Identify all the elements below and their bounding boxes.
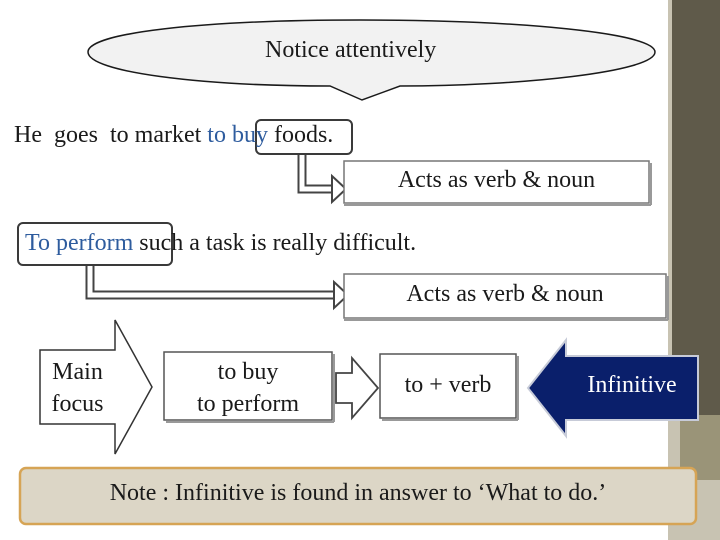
callout-oval [87,19,656,101]
sentence-1-before: He goes to market [14,122,208,148]
formula-box [379,353,517,419]
callout-text: Notice attentively [265,37,437,63]
sentence-2-after: such a task is really difficult. [133,230,417,256]
infinitive-arrow [526,337,699,439]
result-box-1 [343,160,650,204]
examples-label: to buy to perform [164,356,332,420]
note-box [18,466,698,526]
sidebar-dark-panel [672,0,720,415]
infinitive-label: Infinitive [587,372,677,398]
elbow-arrow-1 [297,155,348,205]
example-sentence-1: He goes to market to buy foods. [14,122,333,149]
result-label-1: Acts as verb & noun [397,167,596,193]
main-focus-label: Main focus [40,356,115,420]
elbow-arrow-2 [85,266,350,311]
example-sentence-2: To perform such a task is really difficu… [25,230,416,257]
result-label-2: Acts as verb & noun [406,281,604,307]
example-to-perform: to perform [197,391,299,417]
sentence-1-after: foods. [267,122,334,148]
examples-box [163,351,333,421]
main-focus-line-2: focus [51,391,104,417]
main-focus-line-1: Main [52,359,103,385]
result-box-2 [343,273,667,319]
example-to-buy: to buy [217,359,279,385]
sentence-2-highlight: To perform [25,230,134,256]
to-buy-highlight-box [255,119,353,155]
sentence-1-highlight: to buy [207,122,268,148]
main-focus-arrow [39,319,153,455]
formula-label: to + verb [404,372,492,398]
small-right-arrow [335,355,380,421]
to-perform-highlight-box [17,222,173,266]
note-text: Note : Infinitive is found in answer to … [109,480,607,506]
